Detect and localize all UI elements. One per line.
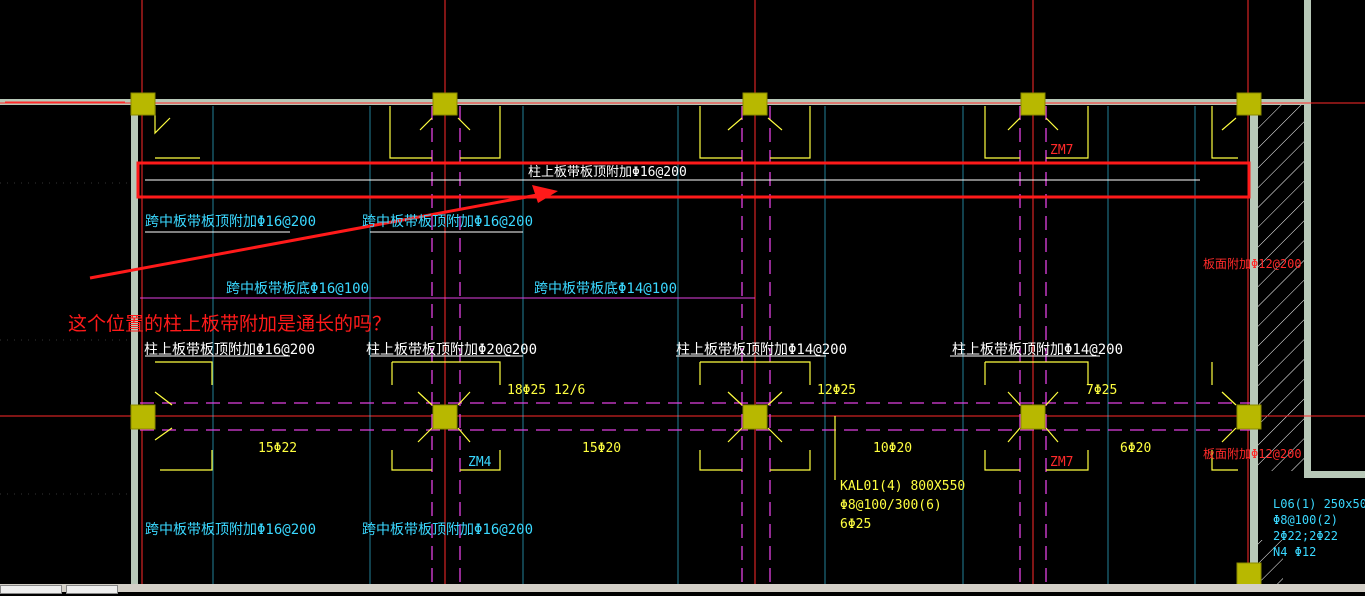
kal-label-1: KAL01(4) 800X550	[840, 479, 965, 494]
l06-label-1: L06(1) 250x500	[1273, 497, 1365, 511]
mid-bot-label-2: 跨中板带板底Φ14@100	[534, 281, 677, 297]
mid-top-label-3: 跨中板带板顶附加Φ16@200	[145, 522, 316, 538]
col-top-label-1: 柱上板带板顶附加Φ16@200	[144, 342, 315, 358]
panel-lines	[212, 106, 1196, 585]
capital-outlines	[154, 106, 1238, 480]
mid-top-label-1: 跨中板带板顶附加Φ16@200	[145, 214, 316, 230]
bar-label-15b: 15Φ20	[582, 441, 621, 456]
status-bar	[0, 584, 1365, 592]
l06-label-2: Φ8@100(2)	[1273, 513, 1338, 527]
columns	[130, 92, 1262, 586]
hatched-wall-lower	[1258, 540, 1283, 584]
bar-label-10: 10Φ20	[873, 441, 912, 456]
zm7-top-label: ZM7	[1050, 143, 1073, 158]
grid-dots	[0, 182, 130, 495]
right-red-label-1: 板面附加Φ12@200	[1203, 257, 1302, 271]
bar-label-12: 12Φ25	[817, 383, 856, 398]
kal-label-2: Φ8@100/300(6)	[840, 498, 942, 513]
mid-top-label-4: 跨中板带板顶附加Φ16@200	[362, 522, 533, 538]
strip-lines	[145, 179, 1200, 357]
layout-tab-1[interactable]	[0, 585, 62, 594]
bar-label-6: 6Φ20	[1120, 441, 1151, 456]
annotation-question: 这个位置的柱上板带附加是通长的吗？	[68, 313, 391, 335]
zm4-label: ZM4	[468, 455, 492, 470]
col-top-label-4: 柱上板带板顶附加Φ14@200	[952, 342, 1123, 358]
bar-label-7: 7Φ25	[1086, 383, 1117, 398]
l06-label-3: 2Φ22;2Φ22	[1273, 529, 1338, 543]
col-top-label-2: 柱上板带板顶附加Φ20@200	[366, 342, 537, 358]
main-strip-label: 柱上板带板顶附加Φ16@200	[528, 165, 687, 180]
col-top-label-3: 柱上板带板顶附加Φ14@200	[676, 342, 847, 358]
bar-label-15a: 15Φ22	[258, 441, 297, 456]
annotation-arrow	[89, 185, 558, 280]
zm7-mid-label: ZM7	[1050, 455, 1073, 470]
kal-label-3: 6Φ25	[840, 517, 871, 532]
mid-bot-label-1: 跨中板带板底Φ16@100	[226, 281, 369, 297]
beam-lines	[140, 106, 1250, 585]
right-red-label-2: 板面附加Φ12@200	[1203, 447, 1302, 461]
highlight-box	[136, 161, 1251, 199]
bar-label-18: 18Φ25 12/6	[507, 383, 585, 398]
layout-tab-2[interactable]	[66, 585, 118, 594]
l06-label-4: N4 Φ12	[1273, 545, 1316, 559]
mid-top-label-2: 跨中板带板顶附加Φ16@200	[362, 214, 533, 230]
hatched-wall	[1258, 103, 1306, 471]
